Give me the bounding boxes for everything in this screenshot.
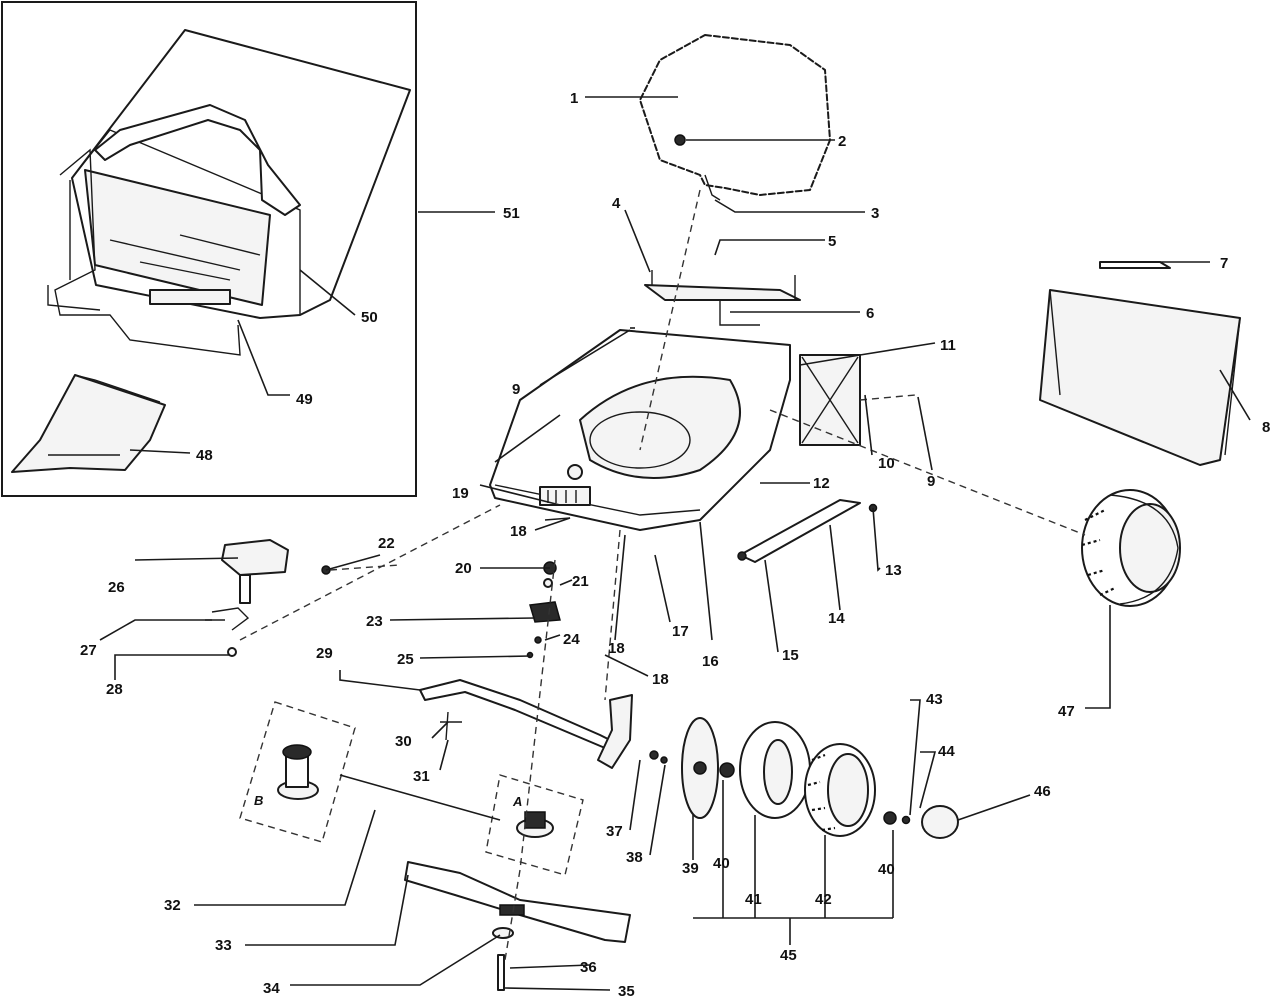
- front-wheel-assembly-part: [681, 717, 959, 839]
- callout-36: 36: [580, 959, 597, 976]
- callout-44: 44: [938, 743, 955, 760]
- callout-14: 14: [828, 610, 845, 627]
- callout-29: 29: [316, 645, 333, 662]
- callout-27: 27: [80, 642, 97, 659]
- callout-33: 33: [215, 937, 232, 954]
- callout-17: 17: [672, 623, 689, 640]
- callout-6: 6: [866, 305, 874, 322]
- callout-37: 37: [606, 823, 623, 840]
- callout-31: 31: [413, 768, 430, 785]
- callout-18-b: 18: [608, 640, 625, 657]
- bag-frame-part: [47, 104, 301, 356]
- callout-25: 25: [397, 651, 414, 668]
- callout-35: 35: [618, 983, 635, 1000]
- callout-40-right: 40: [878, 861, 895, 878]
- callout-12: 12: [813, 475, 830, 492]
- callout-20: 20: [455, 560, 472, 577]
- callout-51: 51: [503, 205, 520, 222]
- callout-2: 2: [838, 133, 846, 150]
- callout-23: 23: [366, 613, 383, 630]
- rear-flap-part: [799, 354, 861, 446]
- callout-15: 15: [782, 647, 799, 664]
- bag-flap-part: [11, 374, 166, 473]
- callout-18-a: 18: [510, 523, 527, 540]
- callout-38: 38: [626, 849, 643, 866]
- callout-18-c: 18: [652, 671, 669, 688]
- callout-11: 11: [940, 337, 956, 354]
- callout-49: 49: [296, 391, 313, 408]
- callout-30: 30: [395, 733, 412, 750]
- engine-part: [639, 34, 831, 201]
- callout-3: 3: [871, 205, 879, 222]
- callout-45: 45: [780, 947, 797, 964]
- callout-22: 22: [378, 535, 395, 552]
- callout-39: 39: [682, 860, 699, 877]
- rear-wheel-part: [1081, 489, 1181, 607]
- callout-1: 1: [570, 90, 578, 107]
- bag-assembly-frame: [1, 1, 417, 497]
- callout-40-left: 40: [713, 855, 730, 872]
- callout-10: 10: [878, 455, 895, 472]
- callout-42: 42: [815, 891, 832, 908]
- callout-8: 8: [1262, 419, 1270, 436]
- engine-plate-part: [644, 270, 801, 326]
- callout-9-left: 9: [512, 381, 520, 398]
- callout-21: 21: [572, 573, 589, 590]
- mower-deck-part: [489, 329, 791, 531]
- grass-bag-part: [71, 29, 411, 319]
- callout-16: 16: [702, 653, 719, 670]
- callout-9-right: 9: [927, 473, 935, 490]
- leader-lines: [99, 96, 1251, 991]
- callout-numbers: 1 2 3 4 5 6 7 8 9 9 10 11 12 13 14 15 16…: [80, 90, 1270, 1000]
- callout-46: 46: [1034, 783, 1051, 800]
- side-discharge-chute-part: [1039, 261, 1241, 466]
- drive-shaft-part: [419, 679, 668, 769]
- callout-32: 32: [164, 897, 181, 914]
- callout-47: 47: [1058, 703, 1075, 720]
- callout-48: 48: [196, 447, 213, 464]
- callout-4: 4: [612, 195, 621, 212]
- callout-5: 5: [828, 233, 836, 250]
- callout-43: 43: [926, 691, 943, 708]
- rear-axle-part: [737, 499, 878, 563]
- callout-50: 50: [361, 309, 378, 326]
- callout-41: 41: [745, 891, 762, 908]
- callout-26: 26: [108, 579, 125, 596]
- callout-19: 19: [452, 485, 469, 502]
- assembly-guidelines: [239, 189, 1086, 961]
- callout-7: 7: [1220, 255, 1228, 272]
- callout-34: 34: [263, 980, 280, 997]
- detail-box-b: B: [239, 701, 356, 843]
- detail-box-a: A: [485, 774, 584, 876]
- callout-24: 24: [563, 631, 580, 648]
- detail-b-label: B: [254, 793, 263, 808]
- callout-28: 28: [106, 681, 123, 698]
- detail-a-label: A: [512, 794, 522, 809]
- drive-hardware-part: [321, 561, 561, 659]
- callout-13: 13: [885, 562, 902, 579]
- height-adjuster-part: [205, 539, 289, 657]
